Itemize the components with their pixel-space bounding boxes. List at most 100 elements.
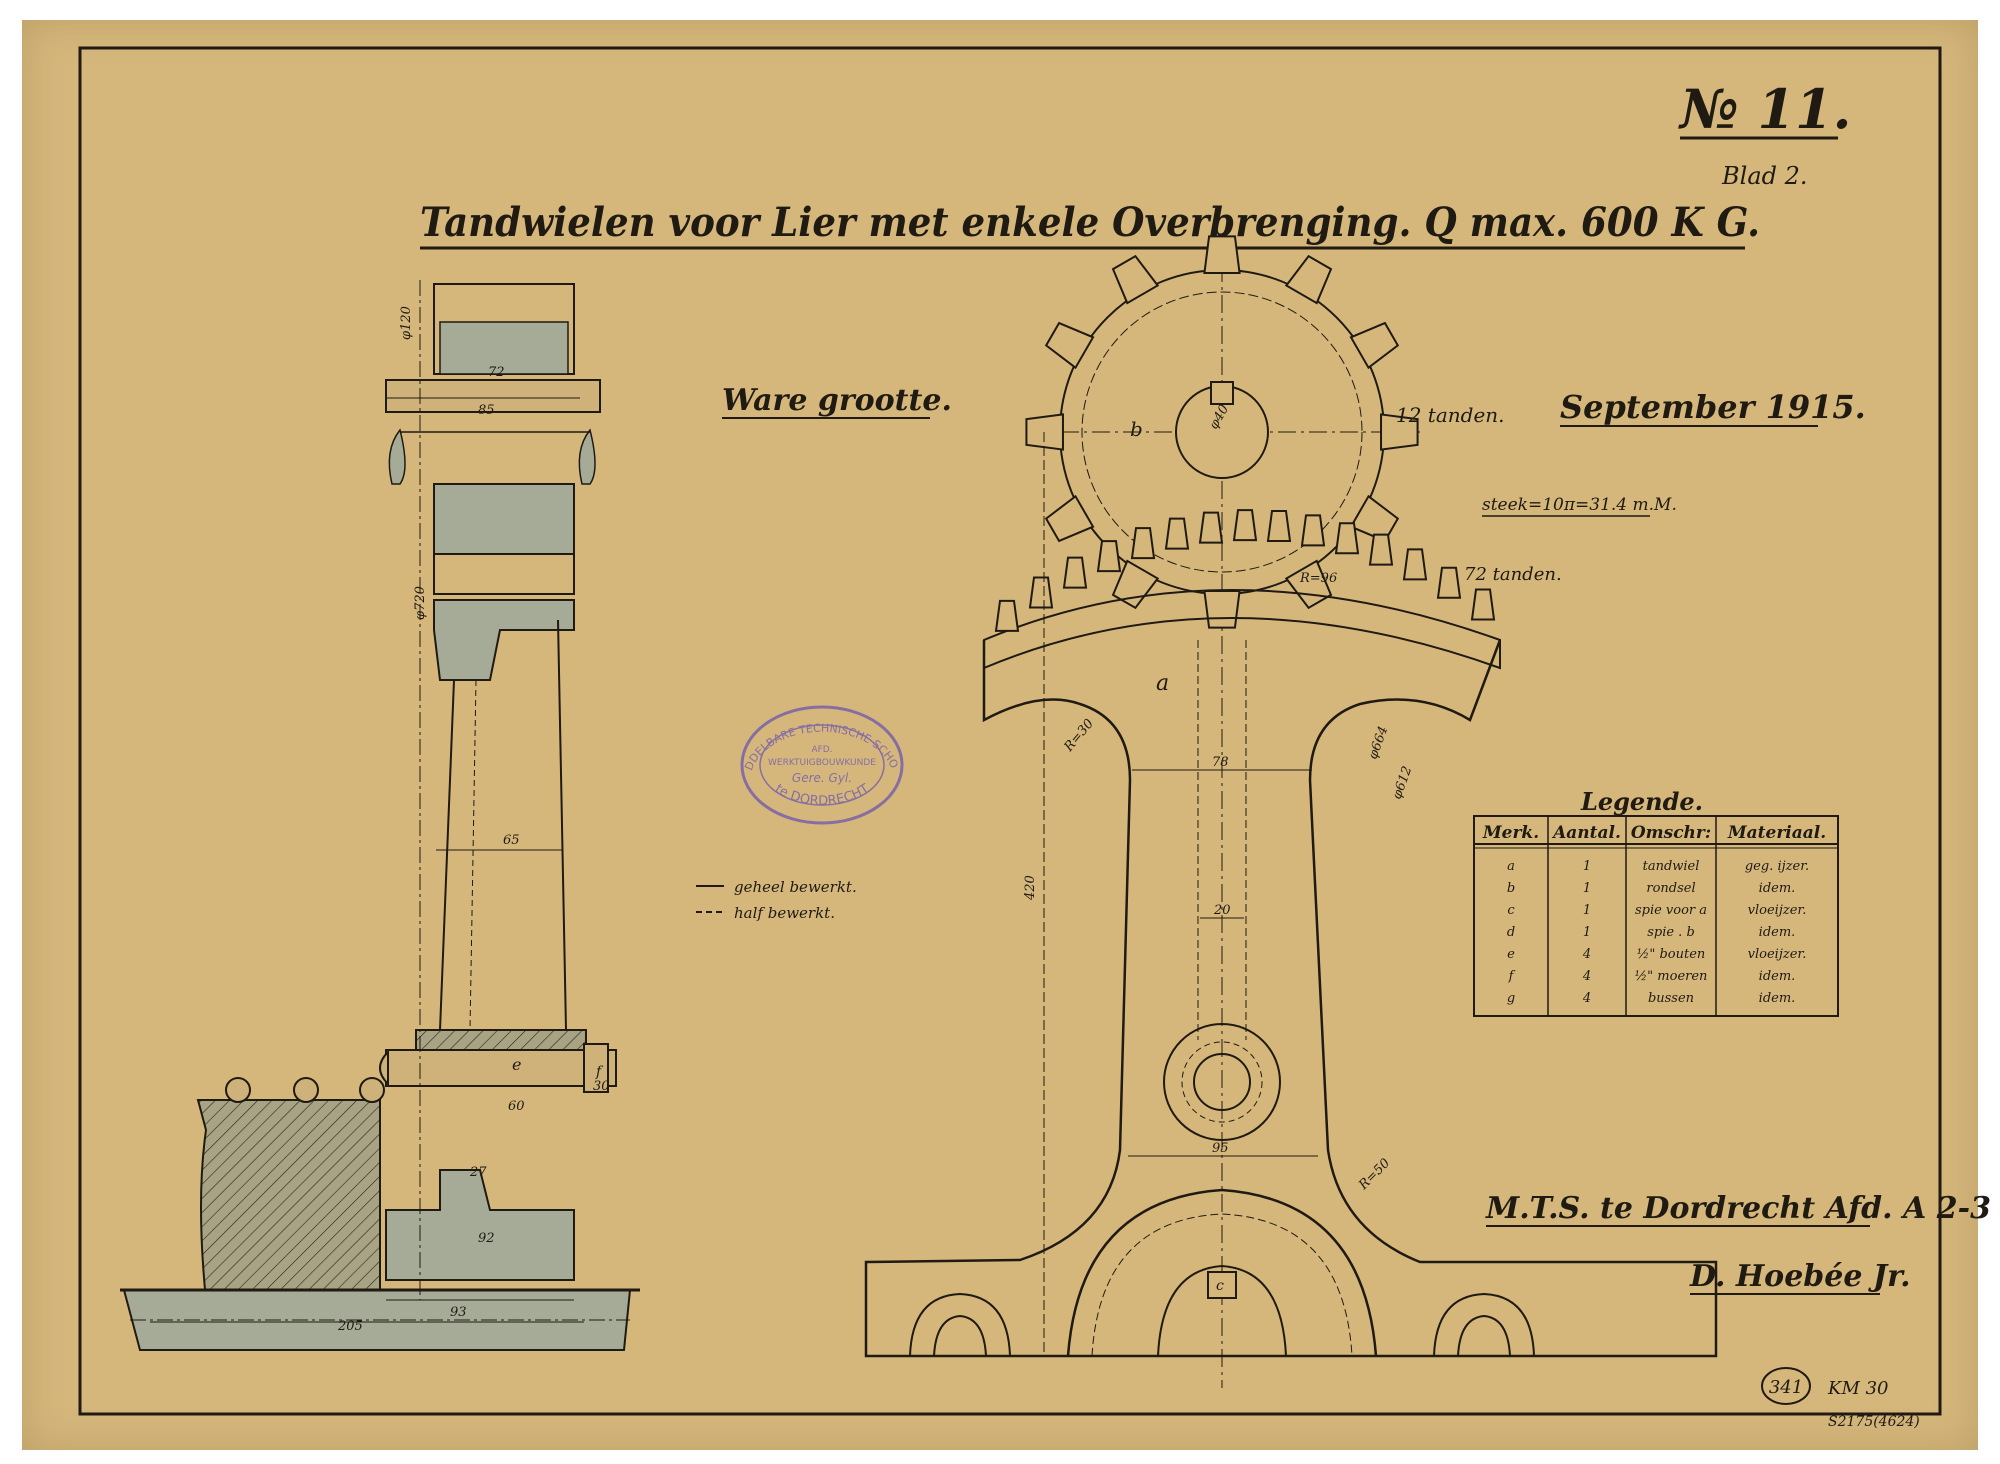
legend-cell: idem. bbox=[1759, 991, 1796, 1006]
pinion-tooth bbox=[1044, 494, 1095, 543]
gear-tooth bbox=[1300, 514, 1326, 547]
archive-code: KM 30 bbox=[1827, 1378, 1889, 1399]
stamp-ring-bottom: te DORDRECHT bbox=[772, 781, 872, 809]
legend-cell: e bbox=[1507, 947, 1515, 962]
pinion-teeth-note: 12 tanden. bbox=[1396, 403, 1505, 427]
drawing-border bbox=[78, 46, 1942, 1416]
gear-tooth bbox=[1198, 511, 1224, 544]
sheet-number: Blad 2. bbox=[1721, 162, 1808, 190]
legend-cell: geg. ijzer. bbox=[1745, 859, 1809, 874]
legend-cell: idem. bbox=[1759, 969, 1796, 984]
legend-cell: tandwiel bbox=[1643, 859, 1700, 874]
dim-front-radius: R=96 bbox=[1299, 571, 1337, 586]
pinion-tooth bbox=[1025, 413, 1064, 451]
part-label-wheel: a bbox=[1156, 671, 1169, 696]
legend-cell: 4 bbox=[1582, 991, 1591, 1006]
legend-cell: vloeijzer. bbox=[1748, 947, 1807, 962]
dim-side-bore: 85 bbox=[478, 403, 495, 418]
archive-circle bbox=[1761, 1367, 1811, 1405]
gear-tooth bbox=[1470, 588, 1496, 621]
pinion-tooth bbox=[1380, 413, 1419, 451]
pinion-tooth bbox=[1111, 254, 1160, 305]
svg-text:te DORDRECHT: te DORDRECHT bbox=[772, 781, 872, 809]
dim-front-key: 20 bbox=[1213, 903, 1231, 918]
legend-cell: bussen bbox=[1648, 991, 1694, 1006]
line-legend-solid: geheel bewerkt. bbox=[734, 878, 857, 896]
school-note: M.T.S. te Dordrecht Afd. A 2-3 bbox=[1485, 1191, 1991, 1226]
dim-side-pinion-dia: φ120 bbox=[399, 306, 414, 340]
legend-cell: spie voor a bbox=[1635, 903, 1707, 918]
legend-cell: 4 bbox=[1582, 969, 1591, 984]
stamp-line-1: AFD. bbox=[811, 745, 832, 755]
gear-tooth bbox=[1266, 510, 1292, 543]
pinion-tooth bbox=[1044, 321, 1095, 370]
pinion-tooth bbox=[1203, 235, 1241, 274]
gear-tooth bbox=[1164, 517, 1190, 550]
legend-cell: 1 bbox=[1583, 859, 1591, 874]
legend-cell: b bbox=[1507, 881, 1515, 896]
legend-cell: 1 bbox=[1583, 903, 1591, 918]
legend-cell: rondsel bbox=[1646, 881, 1695, 896]
dim-side-base: 93 bbox=[450, 1305, 467, 1320]
dim-side-hub-length: 60 bbox=[508, 1099, 525, 1114]
legend-cell: vloeijzer. bbox=[1748, 903, 1807, 918]
part-label-nut: f bbox=[595, 1064, 604, 1080]
gear-tooth bbox=[1096, 540, 1122, 573]
dim-front-hub: 95 bbox=[1212, 1141, 1229, 1156]
gear-tooth bbox=[1130, 527, 1156, 560]
part-label-bolt: e bbox=[512, 1055, 521, 1074]
side-section-view bbox=[120, 280, 640, 1351]
dim-front-fillet: R=30 bbox=[1061, 716, 1097, 755]
scale-note: Ware grootte. bbox=[722, 383, 952, 418]
author-note: D. Hoebée Jr. bbox=[1689, 1259, 1911, 1294]
dim-side-shaft-length: 72 bbox=[488, 365, 505, 380]
pinion-tooth bbox=[1111, 559, 1160, 610]
gear-tooth bbox=[994, 599, 1020, 632]
archive-number: 341 bbox=[1769, 1377, 1803, 1398]
part-label-key: c bbox=[1216, 1278, 1224, 1294]
pinion-tooth bbox=[1284, 254, 1333, 305]
gear-tooth bbox=[1402, 548, 1428, 581]
drawing-title: Tandwielen voor Lier met enkele Overbren… bbox=[420, 199, 1760, 246]
pitch-note: steek=10π=31.4 m.M. bbox=[1482, 495, 1677, 515]
legend-cell: ½" moeren bbox=[1635, 969, 1708, 984]
part-label-pinion: b bbox=[1130, 417, 1143, 441]
dim-front-rim-inner: φ612 bbox=[1390, 764, 1416, 801]
dim-side-hub-gap: 27 bbox=[469, 1165, 487, 1180]
drawing-number: № 11. bbox=[1678, 77, 1851, 141]
legend-cell: spie . b bbox=[1647, 925, 1695, 940]
legend-cell: 4 bbox=[1582, 947, 1591, 962]
front-view bbox=[864, 235, 1718, 1388]
legend-header: Materiaal. bbox=[1727, 823, 1826, 843]
legend-header: Omschr: bbox=[1631, 823, 1711, 843]
legend-cell: idem. bbox=[1759, 881, 1796, 896]
legend-cell: g bbox=[1507, 991, 1515, 1006]
gear-tooth bbox=[1232, 509, 1258, 542]
legend-cell: idem. bbox=[1759, 925, 1796, 940]
legend-cell: d bbox=[1507, 925, 1515, 940]
stamp-line-2: WERKTUIGBOUWKUNDE bbox=[768, 758, 876, 768]
line-legend-dashed: half bewerkt. bbox=[734, 904, 835, 922]
dim-side-overall: 205 bbox=[337, 1319, 363, 1334]
legend-cell: 1 bbox=[1583, 925, 1591, 940]
legend-cell: c bbox=[1507, 903, 1515, 918]
dim-side-gear-dia: φ720 bbox=[413, 586, 428, 620]
stamp-line-3: Gere. Gyl. bbox=[792, 771, 852, 785]
dim-side-boss: 92 bbox=[478, 1231, 495, 1246]
dim-front-rim-outer: φ664 bbox=[1366, 724, 1392, 761]
wheel-teeth-note: 72 tanden. bbox=[1464, 564, 1562, 585]
pinion-tooth bbox=[1349, 321, 1400, 370]
dim-front-base-fillet: R=50 bbox=[1356, 1156, 1394, 1194]
dim-side-hub-width: 65 bbox=[503, 833, 520, 848]
dim-front-web: 78 bbox=[1212, 755, 1229, 770]
gear-tooth bbox=[1334, 522, 1360, 555]
gear-tooth bbox=[1028, 576, 1054, 609]
dim-side-nut: 30 bbox=[593, 1079, 610, 1094]
legend-caption: Legende. bbox=[1580, 787, 1703, 816]
gear-tooth bbox=[1062, 556, 1088, 589]
legend-cell: a bbox=[1507, 859, 1515, 874]
legend-header: Aantal. bbox=[1551, 823, 1621, 843]
